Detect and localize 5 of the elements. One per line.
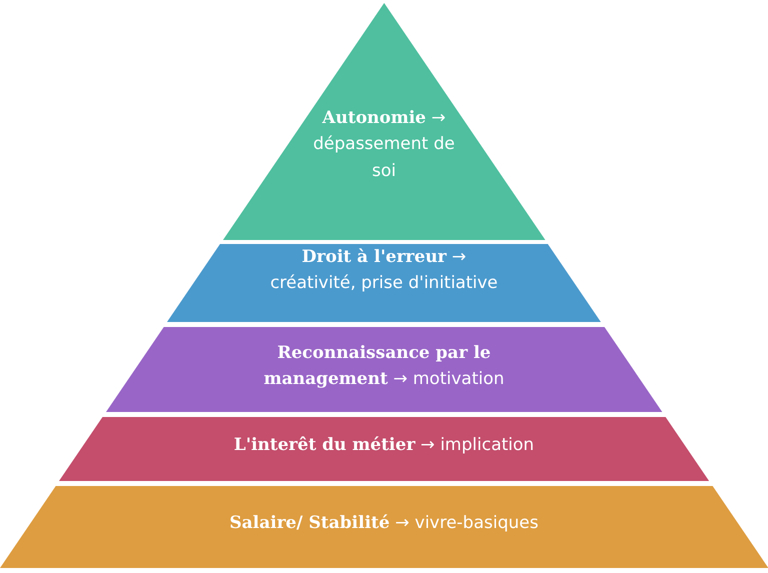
level-label: Droit à l'erreur → créativité, prise d'initiative xyxy=(269,246,499,296)
level-label: Salaire/ Stabilité → vivre-basiques xyxy=(228,512,540,535)
level-label: L'interêt du métier → implication xyxy=(232,434,536,457)
level-label: Reconnaissance par le management → motivation xyxy=(262,342,506,392)
level-label: Autonomie → dépassement de soi xyxy=(312,107,456,183)
